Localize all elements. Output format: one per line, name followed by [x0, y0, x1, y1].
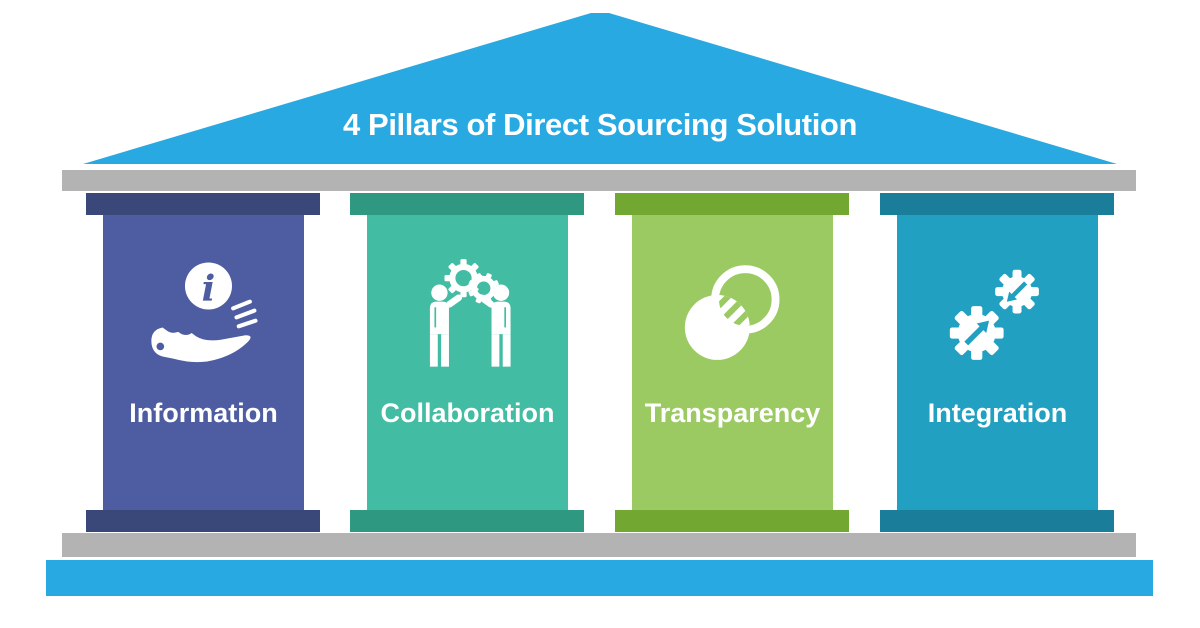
pillar-base	[86, 510, 320, 532]
gears-arrows-icon	[949, 269, 1039, 360]
outlined-circle	[710, 265, 779, 334]
overlapping-circles-icon	[684, 265, 779, 360]
person-right	[477, 284, 511, 367]
arrow-up-right	[963, 320, 989, 346]
gear-large	[949, 306, 1004, 360]
person-left	[429, 284, 462, 367]
arrow-down-left	[1006, 281, 1027, 302]
info-circle	[184, 262, 232, 310]
pillar-capital	[350, 193, 584, 215]
pillar-label: Collaboration	[380, 398, 555, 428]
info-hand-icon: i	[150, 262, 258, 363]
pillar-body: Transparency	[632, 215, 833, 510]
people-gears-icon	[429, 259, 511, 367]
pillar-integration: Integration	[880, 193, 1114, 532]
pillar-body: Integration	[897, 215, 1098, 510]
roof-triangle	[83, 13, 1117, 164]
pillar-transparency: Transparency	[615, 193, 849, 532]
pillar-label: Information	[129, 398, 278, 428]
info-letter: i	[201, 268, 215, 310]
open-hand	[150, 327, 251, 363]
pillar-body: Collaboration	[367, 215, 568, 510]
pillar-label: Transparency	[644, 398, 821, 428]
pillar-label: Integration	[927, 398, 1068, 428]
pillar-capital	[86, 193, 320, 215]
motion-lines	[230, 299, 258, 329]
cuff-dot	[156, 342, 164, 351]
pillar-capital	[615, 193, 849, 215]
pillar-base	[350, 510, 584, 532]
pillar-information: i Information	[86, 193, 320, 532]
gear-small	[994, 269, 1039, 314]
pillar-base	[880, 510, 1114, 532]
pillar-base	[615, 510, 849, 532]
bottom-beam	[62, 533, 1136, 557]
pillar-body: i Information	[103, 215, 304, 510]
pillar-capital	[880, 193, 1114, 215]
pillar-collaboration: Collaboration	[350, 193, 584, 532]
diagram-title: 4 Pillars of Direct Sourcing Solution	[342, 107, 857, 142]
base-bar	[46, 560, 1153, 596]
top-beam	[62, 170, 1136, 191]
